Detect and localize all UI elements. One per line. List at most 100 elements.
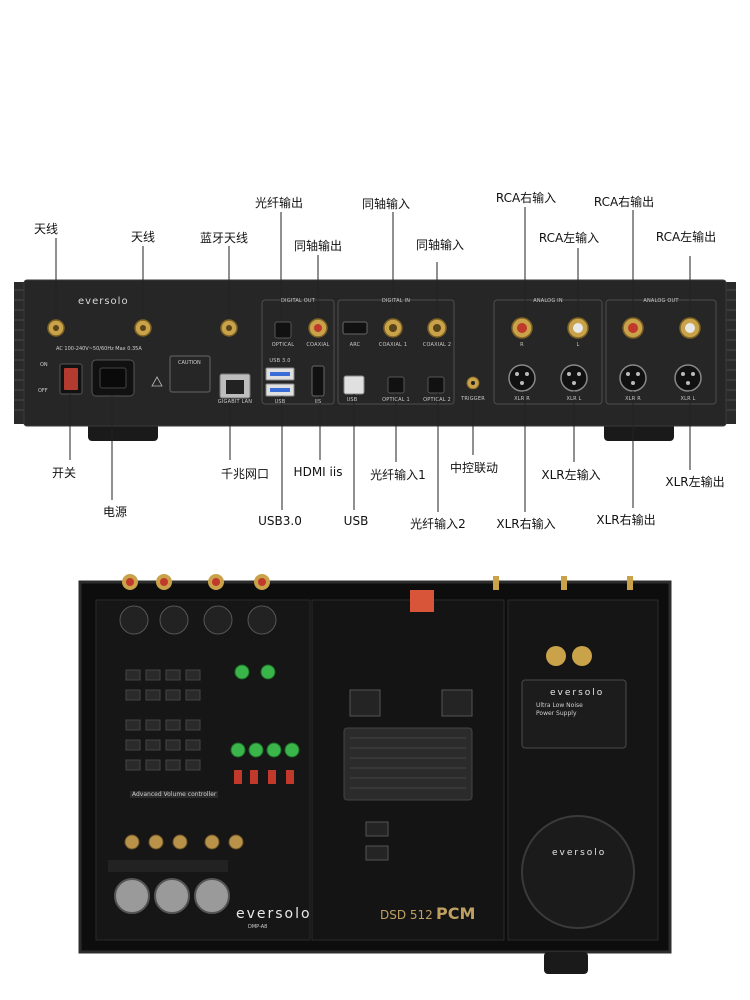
- analog-out-box: [605, 299, 717, 405]
- toslink-red: [410, 590, 434, 612]
- xlr-l-in-port: [560, 364, 588, 392]
- usb30-port-label: USB 3.0: [269, 358, 291, 364]
- xlr-r-in-label: XLR R: [514, 396, 530, 402]
- xlr-r-out-label: XLR R: [625, 396, 641, 402]
- psu-line-1: Ultra Low Noise: [536, 702, 583, 709]
- psu-module: [521, 679, 627, 749]
- hdmi-iis-port: [311, 365, 325, 397]
- heatsink-right: [724, 282, 736, 424]
- xlr-l-out-port: [674, 364, 702, 392]
- iis-port-label: IIS: [314, 399, 322, 405]
- rear-panel-diagram: [14, 207, 736, 512]
- foot-right: [604, 423, 674, 441]
- callout-xlr-r-out: XLR右输出: [596, 513, 656, 527]
- rca-r-out-port: [622, 317, 644, 339]
- digital-in-group-label: DIGITAL IN: [381, 298, 411, 304]
- heatsink-left: [14, 282, 26, 424]
- large-capacitors: [114, 878, 230, 914]
- usb3-ports: [265, 367, 295, 397]
- analog-rca-jacks: [122, 574, 270, 590]
- caution-label: [169, 355, 211, 393]
- antenna-connector-1: [47, 319, 65, 337]
- arc-port-label: ARC: [349, 342, 361, 348]
- callout-xlr-r-in: XLR右输入: [496, 517, 556, 531]
- callout-gigabit-lan: 千兆网口: [220, 467, 270, 481]
- callout-hdmi-iis: HDMI iis: [293, 465, 343, 479]
- callout-power: 电源: [102, 505, 128, 519]
- l-in-label: L: [576, 342, 580, 348]
- xlr-r-out-port: [619, 364, 647, 392]
- rca-l-in-port: [567, 317, 589, 339]
- trigger-jack: [466, 376, 480, 390]
- dsd-label: DSD 512: [380, 908, 433, 922]
- usb-b-port: [343, 375, 365, 395]
- callout-rca-l-out: RCA左输出: [655, 230, 717, 244]
- interior-model-text: DMP-A8: [248, 924, 268, 930]
- psu-brand-logo: eversolo: [550, 688, 605, 698]
- optical1-port-label: OPTICAL 1: [382, 397, 410, 403]
- callout-usb: USB: [343, 514, 369, 528]
- gold-capacitors: [124, 834, 244, 850]
- analog-xlr-sockets: [119, 605, 277, 635]
- gigabit-lan-label: GIGABIT LAN: [217, 399, 253, 405]
- bt-antenna-connector: [220, 319, 238, 337]
- callout-antenna-2: 天线: [130, 230, 156, 244]
- volume-knob: [544, 952, 588, 974]
- interior-brand-logo: eversolo: [236, 906, 312, 922]
- rear-chassis: [23, 279, 727, 427]
- red-components: [234, 770, 294, 784]
- analog-out-group-label: ANALOG OUT: [643, 298, 679, 304]
- pcm-label: PCM: [436, 904, 476, 923]
- interior-photo: [78, 574, 672, 974]
- rca-l-out-port: [679, 317, 701, 339]
- green-capacitors: [230, 664, 300, 758]
- analog-ics: [125, 669, 201, 771]
- optical2-port-label: OPTICAL 2: [423, 397, 451, 403]
- coaxial2-port-label: COAXIAL 2: [422, 342, 452, 348]
- toroid-brand-logo: eversolo: [552, 848, 607, 858]
- foot-left: [88, 423, 158, 441]
- r-in-label: R: [520, 342, 524, 348]
- digital-chips: [349, 689, 473, 861]
- callout-trigger: 中控联动: [449, 461, 499, 475]
- power-spec-text: AC 100-240V~50/60Hz Max 0.35A: [56, 346, 142, 352]
- coaxial-port-label: COAXIAL: [306, 342, 330, 348]
- callout-optical-out: 光纤输出: [254, 196, 304, 210]
- psu-line-2: Power Supply: [536, 710, 577, 717]
- callout-optical-in-2: 光纤输入2: [410, 517, 466, 531]
- callout-switch: 开关: [51, 466, 77, 480]
- callout-xlr-l-in: XLR左输入: [541, 468, 601, 482]
- toroidal-transformer: [521, 815, 635, 929]
- soc-heatsink: [343, 727, 473, 801]
- callout-coax-in-2: 同轴输入: [415, 238, 465, 252]
- callout-bt-antenna: 蓝牙天线: [199, 231, 249, 245]
- callout-lines: [55, 207, 691, 512]
- switch-on-text: ON: [40, 362, 48, 368]
- callout-coax-out: 同轴输出: [293, 239, 343, 253]
- power-switch: [59, 363, 83, 395]
- xlr-l-out-label: XLR L: [680, 396, 696, 402]
- callout-coax-in-1: 同轴输入: [361, 197, 411, 211]
- psu-caps: [546, 646, 592, 666]
- xlr-l-in-label: XLR L: [566, 396, 582, 402]
- callout-optical-in-1: 光纤输入1: [370, 468, 426, 482]
- callout-xlr-l-out: XLR左输出: [665, 475, 725, 489]
- caution-text: CAUTION: [178, 360, 201, 366]
- callout-rca-r-out: RCA右输出: [593, 195, 655, 209]
- warning-triangle-icon: [151, 376, 163, 387]
- optical-in-2-port: [427, 376, 445, 394]
- analog-in-group-label: ANALOG IN: [533, 298, 563, 304]
- callout-antenna-1: 天线: [33, 222, 59, 236]
- analog-in-box: [493, 299, 603, 405]
- rear-brand-logo: eversolo: [78, 296, 129, 307]
- usb-port-label: USB: [274, 399, 286, 405]
- rca-r-in-port: [511, 317, 533, 339]
- digital-out-group-label: DIGITAL OUT: [281, 298, 315, 304]
- power-inlet: [91, 359, 135, 397]
- hdmi-arc-port: [342, 321, 368, 335]
- analog-heatsink: [108, 860, 228, 872]
- coax-in-1-port: [383, 318, 403, 338]
- antenna-connector-2: [134, 319, 152, 337]
- coax-out-port: [308, 318, 328, 338]
- trigger-port-label: TRIGGER: [461, 396, 485, 402]
